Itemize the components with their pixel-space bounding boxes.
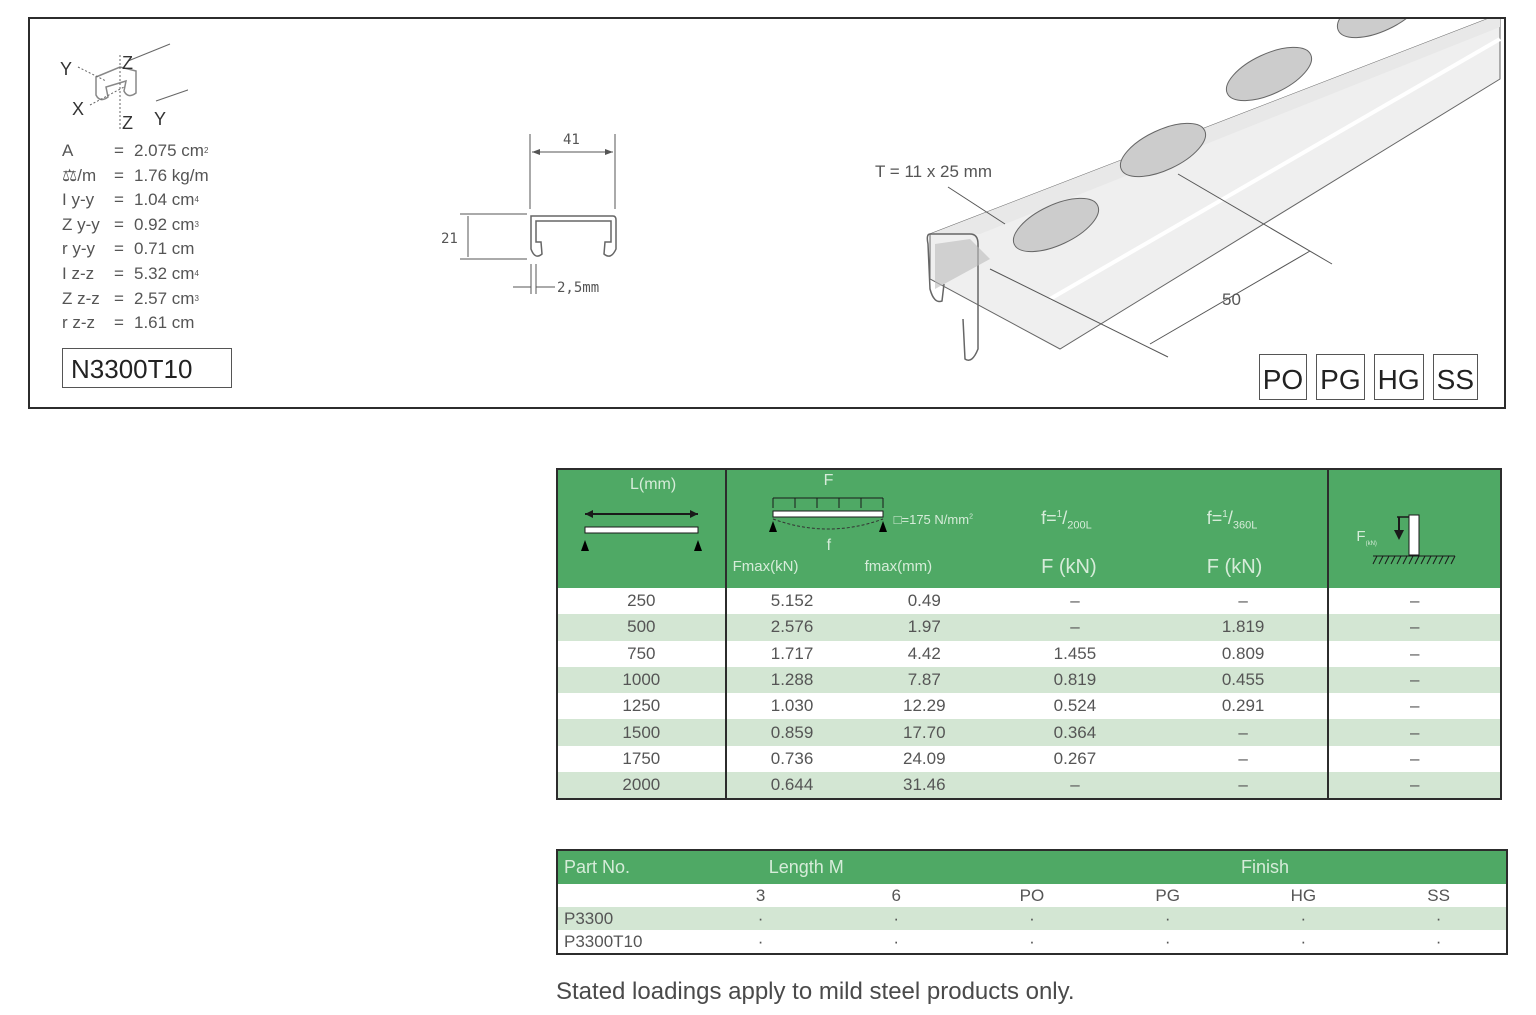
product-code-badge: N3300T10	[62, 348, 232, 388]
cross-section-drawing: 41 21 2,5mm	[441, 132, 617, 296]
part-table-row: P3300T10 · · · · · ·	[564, 931, 1442, 951]
axis-z-bottom-label: Z	[122, 113, 133, 131]
part-number-table: Part No. Length M Finish 3 6 PO PG HG SS…	[556, 849, 1508, 955]
slot-size-label: T = 11 x 25 mm	[875, 162, 992, 181]
span-header: L(mm)	[557, 469, 726, 588]
weight-icon: ⚖	[62, 165, 78, 185]
simple-beam-icon	[581, 510, 702, 551]
width-dimension: 41	[563, 132, 580, 148]
stress-label: □=175 N/mm2	[893, 512, 973, 527]
part-table-header: Part No. Length M Finish	[557, 850, 1507, 884]
load-header: F □=175 N/mm2 f Fmax(kN) fmax(mm)	[724, 469, 992, 588]
axis-diagram-icon: Y Z X Z Y	[60, 43, 188, 131]
isometric-channel-drawing: T = 11 x 25 mm 50	[875, 19, 1502, 361]
ratio-200-header: f=1/200L F (kN)	[991, 469, 1159, 588]
part-table-row: P3300 · · · · · ·	[557, 907, 1507, 930]
finish-ss-badge: SS	[1432, 354, 1478, 400]
axis-z-label: Z	[122, 53, 133, 73]
height-dimension: 21	[441, 231, 458, 247]
load-table-header: L(mm) F □=175 N/mm2 f Fmax(kN) fmax(mm)	[557, 469, 1501, 588]
column-load-icon	[1372, 514, 1456, 565]
axis-x-label: X	[72, 99, 84, 119]
finish-options: PO PG HG SS	[1258, 354, 1478, 400]
axis-y-right-label: Y	[154, 109, 166, 129]
axis-y-label: Y	[60, 59, 72, 79]
column-load-header: F(kN)	[1327, 469, 1501, 588]
property-weight: ⚖/m=1.76 kg/m	[62, 165, 209, 185]
loaded-beam-icon	[768, 497, 887, 532]
slot-pitch-label: 50	[1222, 290, 1241, 309]
finish-pg-badge: PG	[1316, 354, 1365, 400]
finish-hg-badge: HG	[1373, 354, 1424, 400]
finish-po-badge: PO	[1258, 354, 1308, 400]
footnote: Stated loadings apply to mild steel prod…	[556, 978, 1075, 1005]
thickness-dimension: 2,5mm	[557, 280, 599, 296]
ratio-360-header: f=1/360L F (kN)	[1158, 469, 1329, 588]
property-ryy: r y-y=0.71 cm	[62, 239, 195, 259]
load-table: L(mm) F □=175 N/mm2 f Fmax(kN) fmax(mm)	[556, 468, 1502, 801]
part-table-subheader: 3 6 PO PG HG SS	[755, 885, 1450, 905]
property-rzz: r z-z=1.61 cm	[62, 313, 195, 333]
